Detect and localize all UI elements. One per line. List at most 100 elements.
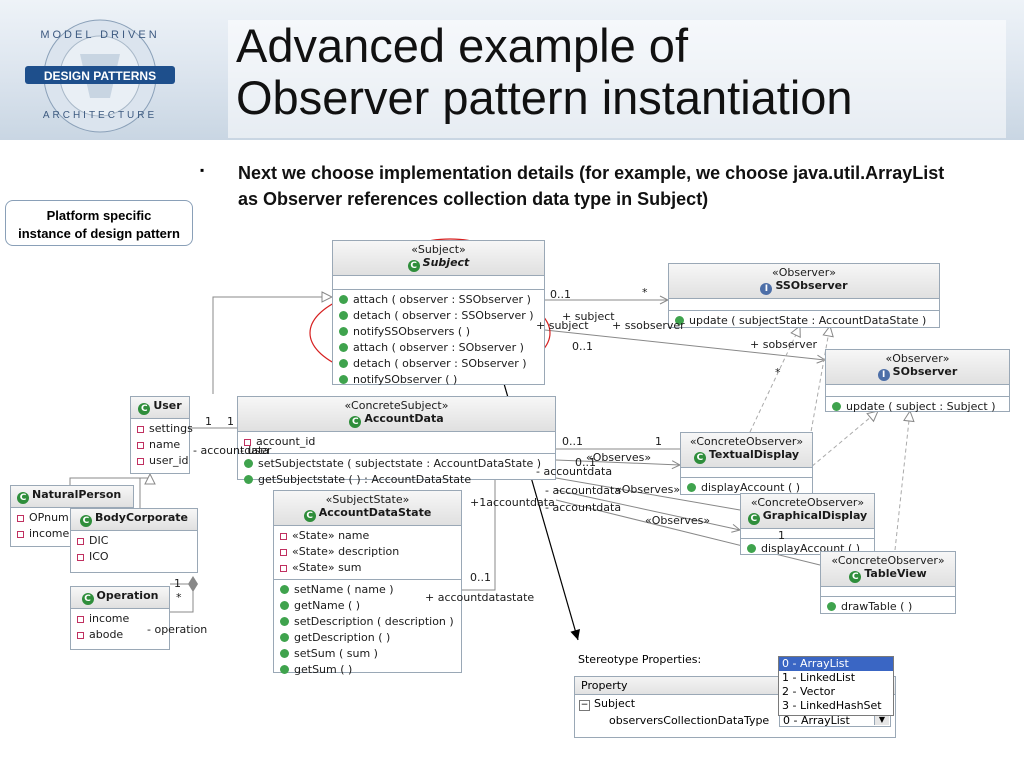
subject-name: Subject [422,256,470,269]
accountdatastate-attr-3: «State» sum [292,561,362,574]
tableview-op-1: drawTable ( ) [841,600,913,613]
operation-icon [747,544,756,553]
attribute-icon [280,565,287,572]
accountdata-name: AccountData [364,412,444,425]
multiplicity-label: 1 [205,415,212,428]
operation-icon [687,483,696,492]
subject-op-6: notifySObserver ( ) [353,373,458,386]
subject-op-2: detach ( observer : SSObserver ) [353,309,534,322]
dropdown-option[interactable]: 2 - Vector [782,685,836,698]
property-name: observersCollectionDataType [609,714,770,727]
operation-icon [339,359,348,368]
graphicaldisplay-stereotype: «ConcreteObserver» [750,496,865,509]
sobserver-op-1: update ( subject : Subject ) [846,400,996,413]
attribute-icon [137,458,144,465]
role-label: + ssobserver [612,319,685,332]
subject-op-1: attach ( observer : SSObserver ) [353,293,531,306]
class-icon: C [849,571,862,583]
tableview-name: TableView [864,567,927,580]
operation-attr-2: abode [89,628,124,641]
operation-icon [339,311,348,320]
multiplicity-label: * [775,366,781,379]
collapse-toggle-icon[interactable]: − [579,700,590,711]
role-label: - user [240,444,272,457]
svg-text:ARCHITECTURE: ARCHITECTURE [43,110,157,121]
operation-attr-1: income [89,612,130,625]
user-name: User [153,399,182,412]
attribute-icon [244,439,251,446]
dropdown-arrow-icon[interactable]: ▼ [874,714,889,725]
operation-icon [339,295,348,304]
role-label: - accountdata [545,501,622,514]
stereotype-label: «Observes» [615,483,681,496]
role-label: - accountdata [536,465,613,478]
class-icon: C [407,260,420,272]
bodycorporate-attr-2: ICO [89,550,109,563]
naturalperson-attr-2: income [29,527,70,540]
attribute-icon [77,632,84,639]
svg-text:MODEL DRIVEN: MODEL DRIVEN [40,29,159,41]
svg-text:DESIGN PATTERNS: DESIGN PATTERNS [44,69,156,83]
composition-diamond [188,576,198,592]
assoc-accountdata-graphical [555,477,741,511]
interface-icon: I [877,369,890,381]
operation-icon [827,602,836,611]
accountdatastate-attr-2: «State» description [292,545,400,558]
collection-type-dropdown-list[interactable]: 0 - ArrayList 1 - LinkedList 2 - Vector … [778,656,894,716]
title-line-2: Observer pattern instantiation [236,71,853,124]
operation-icon [339,327,348,336]
bullet-marker: ▪ [200,163,205,177]
attribute-icon [77,554,84,561]
model-driven-architecture-logo: DESIGN PATTERNS MODEL DRIVEN ARCHITECTUR… [25,19,175,133]
platform-note-line-1: Platform specific [46,208,152,223]
property-group-row[interactable]: −Subject [575,695,895,712]
property-value: 0 - ArrayList [783,714,850,727]
ssobserver-op-1: update ( subjectState : AccountDataState… [689,314,927,327]
multiplicity-label: 0..1 [550,288,571,301]
class-icon: C [747,513,760,525]
accountdata-stereotype: «ConcreteSubject» [344,399,449,412]
dropdown-option[interactable]: 1 - LinkedList [782,671,856,684]
operation-icon [280,601,289,610]
title-panel [228,20,1006,138]
textualdisplay-name: TextualDisplay [708,448,800,461]
role-label: - accountdata [193,444,270,457]
multiplicity-label: 0..1 [572,340,593,353]
dropdown-option[interactable]: 3 - LinkedHashSet [782,699,882,712]
user-attr-1: settings [149,422,193,435]
bullet-text: Next we choose implementation details (f… [238,163,945,209]
operation-icon [280,633,289,642]
operation-name: Operation [96,589,159,602]
class-icon: C [79,515,92,527]
operation-icon [244,459,253,468]
platform-note-line-2: instance of design pattern [18,226,180,241]
accountdata-attr-1: account_id [256,435,316,448]
textualdisplay-stereotype: «ConcreteObserver» [689,435,804,448]
dropdown-option[interactable]: 0 - ArrayList [779,657,893,671]
tableview-stereotype: «ConcreteObserver» [831,554,945,567]
textualdisplay-op-1: displayAccount ( ) [701,481,801,494]
multiplicity-label: 1 [227,415,234,428]
property-row[interactable]: observersCollectionDataType 0 - ArrayLis… [575,712,895,729]
class-icon: C [138,403,151,415]
multiplicity-label: * [176,591,182,604]
ssobserver-stereotype: «Observer» [772,266,836,279]
accountdatastate-op-3: setDescription ( description ) [294,615,454,628]
property-group-label: Subject [594,697,636,710]
attribute-icon [77,616,84,623]
accountdatastate-stereotype: «SubjectState» [325,493,410,506]
generalization-to-subject [212,297,332,394]
multiplicity-label: 1 [655,435,662,448]
user-attr-3: user_id [149,454,189,467]
